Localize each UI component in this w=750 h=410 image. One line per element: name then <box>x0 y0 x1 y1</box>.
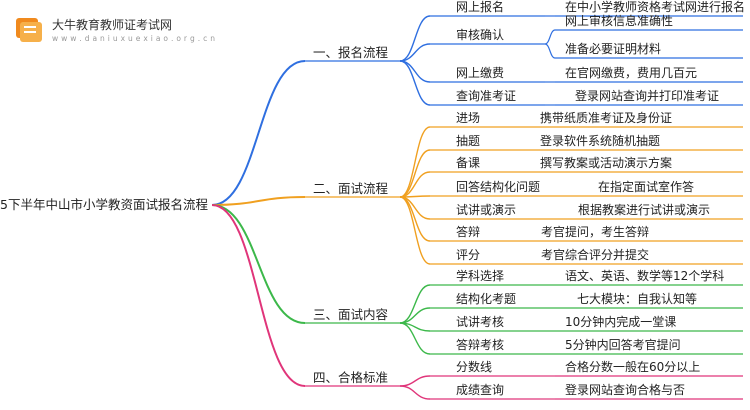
root-link-3 <box>211 204 306 324</box>
branch-3-item-2: 结构化考题 <box>456 291 516 306</box>
branch-2-item-5: 试讲或演示 <box>456 202 516 217</box>
branch-3-item-4-detail-1: 5分钟内回答考官提问 <box>565 337 681 352</box>
branch-4-item-1-detail-1: 合格分数一般在60分以上 <box>565 359 700 374</box>
branch-2-item-5-detail-1: 根据教案进行试讲或演示 <box>578 202 710 217</box>
branch-4-item-1: 分数线 <box>456 359 492 374</box>
logo-title: 大牛教育教师证考试网 <box>52 18 173 32</box>
branch-4-item-2: 成绩查询 <box>456 383 504 397</box>
branch-3-item-3-detail-1: 10分钟内完成一堂课 <box>565 314 676 329</box>
branch-2-item-4-detail-1: 在指定面试室作答 <box>598 179 694 194</box>
branch-2-item-7: 评分 <box>456 248 480 262</box>
branch-node-2: 二、面试流程 <box>313 181 389 196</box>
branch-node-3: 三、面试内容 <box>313 307 388 322</box>
branch-2-item-link-1 <box>399 126 431 198</box>
mindmap-links <box>211 15 556 400</box>
branch-3-item-4: 答辩考核 <box>456 337 504 352</box>
branch-1-item-link-1 <box>399 15 431 62</box>
branch-1-item-2-detail-2: 准备必要证明材料 <box>565 42 661 56</box>
site-logo: 大牛教育教师证考试网 w w w . d a n i u x u e x i a… <box>14 14 216 50</box>
branch-2-item-3: 备课 <box>456 156 480 170</box>
branch-1-item-2: 审核确认 <box>456 27 504 42</box>
branch-1-item-3: 网上缴费 <box>456 65 504 80</box>
branch-2-item-1-detail-1: 携带纸质准考证及身份证 <box>540 110 672 125</box>
mindmap-nodes: 25下半年中山市小学教资面试报名流程 一、报名流程 网上报名 在中小学教师资格考试网进… <box>0 0 745 400</box>
root-link-1 <box>211 60 306 206</box>
branch-2-item-3-detail-1: 撰写教案或活动演示方案 <box>540 155 672 170</box>
branch-3-item-1: 学科选择 <box>456 268 504 283</box>
root-link-4 <box>211 204 306 387</box>
branch-1-item-1: 网上报名 <box>456 0 504 14</box>
root-node: 25下半年中山市小学教资面试报名流程 <box>0 197 208 212</box>
branch-1-item-link-3 <box>399 60 431 83</box>
branch-1-item-link-4 <box>399 60 431 106</box>
branch-1-item-2-detail-link-2 <box>544 43 556 59</box>
branch-3-item-1-detail-1: 语文、英语、数学等12个学科 <box>565 268 724 283</box>
branch-1-item-4: 查询准考证 <box>456 89 516 103</box>
branch-2-item-7-detail-1: 考官综合评分并提交 <box>541 247 649 262</box>
branch-1-item-2-detail-link-1 <box>544 29 556 45</box>
branch-3-item-link-1 <box>399 284 431 324</box>
branch-1-item-1-detail-1: 在中小学教师资格考试网进行报名 <box>565 0 745 14</box>
branch-1-item-link-2 <box>399 43 431 62</box>
branch-4-item-link-2 <box>399 385 431 400</box>
branch-3-item-3: 试讲考核 <box>456 314 504 329</box>
book-icon <box>16 18 42 42</box>
branch-4-item-2-detail-1: 登录网站查询合格与否 <box>565 382 685 397</box>
branch-3-item-link-2 <box>399 307 431 324</box>
branch-2-item-link-7 <box>399 196 431 265</box>
branch-3-item-2-detail-1: 七大模块：自我认知等 <box>577 292 697 306</box>
branch-2-item-link-2 <box>399 149 431 198</box>
branch-2-item-6: 答辩 <box>456 224 480 239</box>
branch-2-item-2-detail-1: 登录软件系统随机抽题 <box>540 133 660 148</box>
branch-2-item-2: 抽题 <box>456 134 480 148</box>
branch-1-item-2-detail-1: 网上审核信息准确性 <box>565 13 673 28</box>
branch-3-item-link-4 <box>399 322 431 355</box>
branch-2-item-4: 回答结构化问题 <box>456 179 540 194</box>
branch-node-1: 一、报名流程 <box>313 45 389 60</box>
branch-2-item-link-6 <box>399 196 431 242</box>
branch-2-item-6-detail-1: 考官提问，考生答辩 <box>541 224 649 239</box>
branch-1-item-4-detail-1: 登录网站查询并打印准考证 <box>575 88 719 103</box>
branch-4-item-link-1 <box>399 375 431 387</box>
branch-node-4: 四、合格标准 <box>313 370 388 385</box>
branch-2-item-1: 进场 <box>456 111 480 125</box>
branch-1-item-3-detail-1: 在官网缴费，费用几百元 <box>565 65 697 80</box>
root-link-2 <box>211 196 306 206</box>
logo-url: w w w . d a n i u x u e x i a o . o r g … <box>52 34 216 43</box>
